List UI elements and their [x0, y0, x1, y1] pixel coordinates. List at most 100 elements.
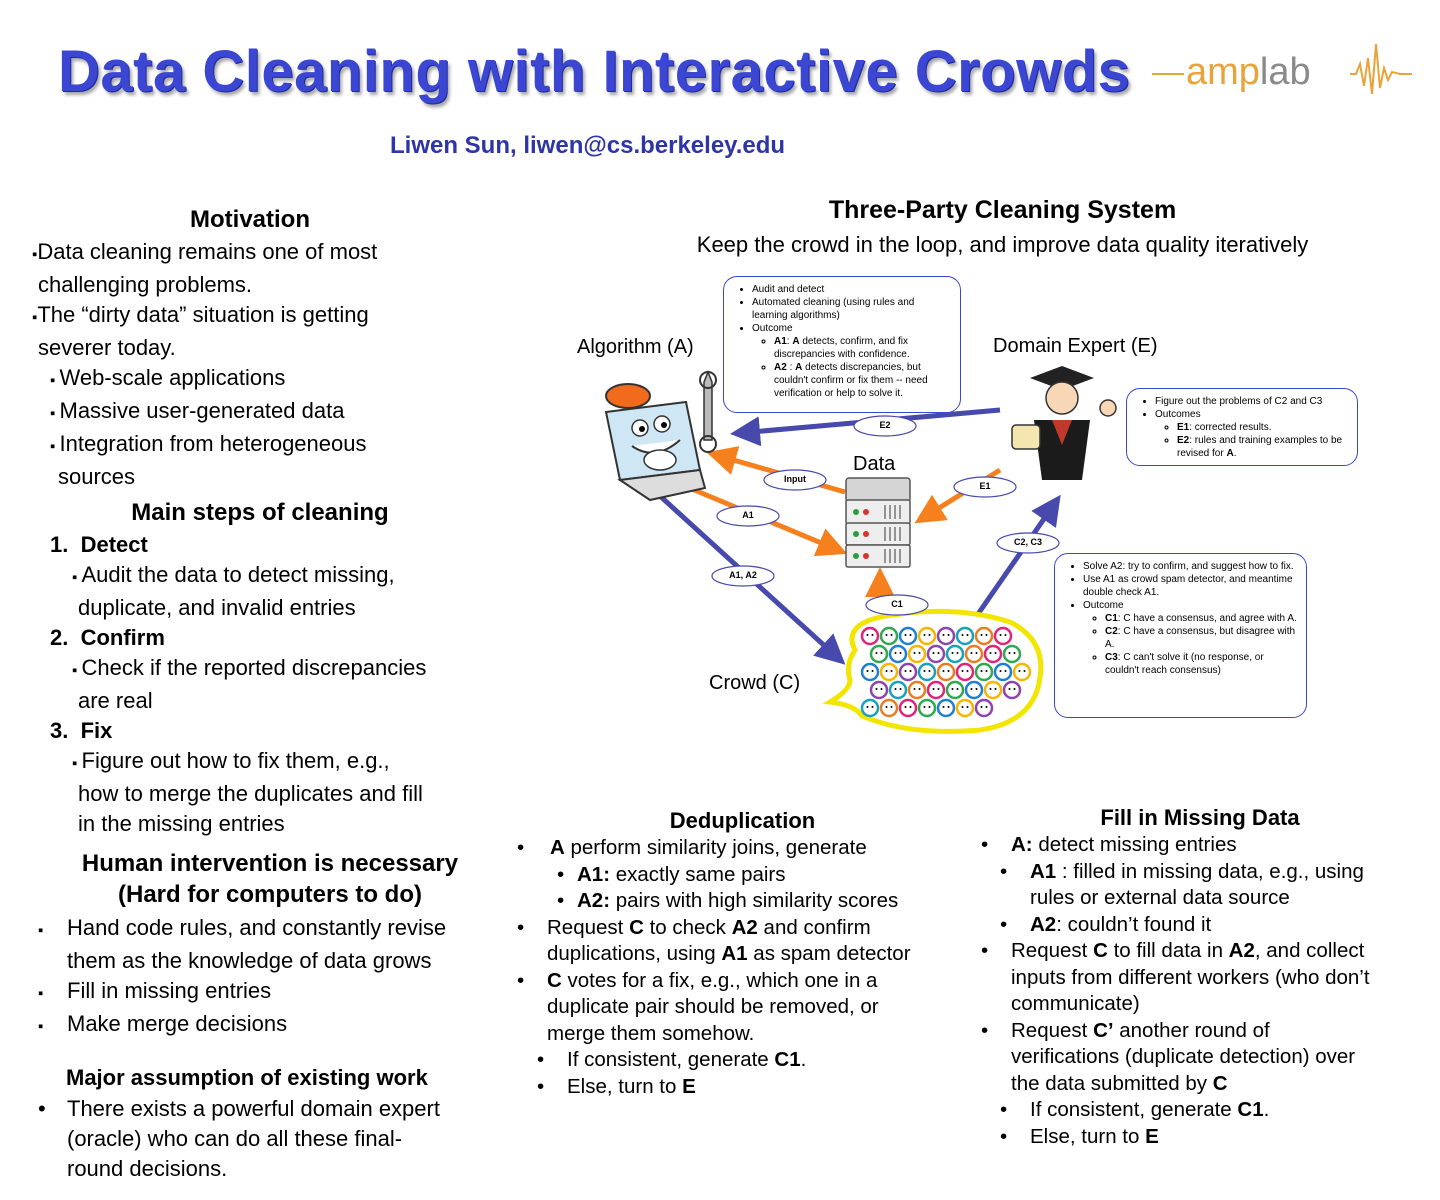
crowd-face-icon [1012, 662, 1032, 682]
human-list: ▪Hand code rules, and constantly revise … [38, 913, 446, 1042]
arrow-c2c3 [975, 494, 1061, 616]
sub-list-item: •A1 : filled in missing data, e.g., usin… [981, 859, 1370, 886]
crowd-face-icon [955, 626, 975, 646]
list-item-cont: duplicate pair should be removed, or [547, 995, 879, 1018]
list-item: Solve A2: try to confirm, and suggest ho… [1083, 560, 1298, 573]
crowd-face-icon [917, 662, 937, 682]
list-item-cont: duplications, using A1 as spam detector [547, 942, 911, 965]
arrow-label-c2c3: C2, C3 [1013, 537, 1042, 547]
algorithm-info-box: Audit and detect Automated cleaning (usi… [723, 276, 961, 413]
sub-list-item: •A1: exactly same pairs [517, 862, 911, 889]
list-item-cont: communicate) [1011, 992, 1140, 1015]
list-item: Audit and detect [752, 283, 952, 296]
amplab-logo-graphic: amplab [1152, 43, 1412, 95]
crowd-face-icon [907, 644, 927, 664]
list-item: Automated cleaning (using rules and lear… [752, 296, 952, 322]
arrow-label-a1: A1 [742, 510, 754, 520]
list-item: ▪Make merge decisions [38, 1009, 446, 1042]
bullet-dot-icon: • [981, 1018, 989, 1042]
bullet-dot-icon: • [517, 915, 525, 939]
list-item: C3: C can't solve it (no response, or co… [1105, 651, 1298, 677]
crowd-label: Crowd (C) [709, 672, 801, 694]
list-item: •A: detect missing entries [981, 832, 1370, 859]
sub-list-item-cont: sources [58, 464, 136, 489]
sub-list-item: ▪ Integration from heterogeneous [50, 431, 367, 456]
sub-list-item: ▪ Web-scale applications [50, 365, 286, 390]
arrow-label-e2: E2 [879, 420, 891, 430]
steps-list: 1. Detect ▪ Audit the data to detect mis… [50, 530, 426, 839]
crowd-face-icon [917, 698, 937, 718]
list-item: •Request C’ another round of [981, 1018, 1370, 1045]
human-title: Human intervention is necessary (Hard fo… [81, 850, 459, 908]
crowd-face-icon [964, 644, 984, 664]
crowd-face-icon [974, 626, 994, 646]
sub-list-item: •If consistent, generate C1. [517, 1047, 911, 1074]
bullet-dot-icon: • [1000, 912, 1008, 936]
crowd-face-icon [898, 698, 918, 718]
list-item-cont: verifications (duplicate detection) over [1011, 1045, 1356, 1068]
missing-list: •A: detect missing entries •A1 : filled … [981, 832, 1370, 1150]
list-item: •Request C to check A2 and confirm [517, 915, 911, 942]
crowd-face-icon [907, 680, 927, 700]
bullet-dot-icon: • [1000, 1124, 1008, 1148]
laptop-mascot-icon [604, 369, 717, 502]
crowd-face-icon [898, 662, 918, 682]
list-item: Figure out the problems of C2 and C3 [1155, 395, 1349, 408]
missing-title: Fill in Missing Data [1100, 805, 1300, 830]
crowd-face-icon [993, 662, 1013, 682]
crowd-face-icon [974, 698, 994, 718]
motivation-list: ▪Data cleaning remains one of most chall… [32, 237, 377, 492]
assumption-list: •There exists a powerful domain expert (… [38, 1094, 440, 1184]
square-bullet-icon: ▪ [50, 438, 60, 455]
crowd-face-icon [879, 626, 899, 646]
list-item: •C votes for a fix, e.g., which one in a [517, 968, 911, 995]
author-line: Liwen Sun, liwen@cs.berkeley.edu [390, 132, 786, 159]
list-item: Outcome A1: A detects, confirm, and fix … [752, 322, 952, 400]
list-item: ▪Fill in missing entries [38, 976, 446, 1009]
crowd-face-icon [955, 662, 975, 682]
square-bullet-icon: ▪ [32, 309, 38, 326]
step-confirm: 2. Confirm [50, 625, 165, 650]
algorithm-label: Algorithm (A) [577, 336, 694, 358]
step-detect: 1. Detect [50, 532, 148, 557]
dedup-list: •A perform similarity joins, generate •A… [517, 835, 911, 1100]
list-item-cont: challenging problems. [38, 272, 253, 297]
square-bullet-icon: ▪ [72, 662, 82, 679]
crowd-face-icon [926, 680, 946, 700]
crowd-face-icon [926, 644, 946, 664]
crowd-face-icon [860, 662, 880, 682]
sub-list-item: •Else, turn to E [517, 1074, 911, 1101]
sub-list-item: •If consistent, generate C1. [981, 1097, 1370, 1124]
crowd-face-icon [983, 644, 1003, 664]
step-fix: 3. Fix [50, 718, 113, 743]
list-item: C1: C have a consensus, and agree with A… [1105, 612, 1298, 625]
list-item: E1: corrected results. [1177, 421, 1349, 434]
bullet-dot-icon: • [981, 833, 989, 856]
list-item: ▪Hand code rules, and constantly revise [38, 913, 446, 946]
system-subtitle: Keep the crowd in the loop, and improve … [696, 232, 1309, 257]
step-detail-cont: duplicate, and invalid entries [78, 595, 356, 620]
list-item: Use A1 as crowd spam detector, and meant… [1083, 573, 1298, 599]
crowd-face-icon [983, 680, 1003, 700]
arrow-label-c1: C1 [891, 599, 903, 609]
step-detail: ▪ Figure out how to fix them, e.g., [72, 748, 390, 773]
bullet-dot-icon: • [557, 862, 565, 886]
square-bullet-icon: ▪ [38, 1018, 44, 1035]
list-item: •A perform similarity joins, generate [517, 835, 911, 862]
list-item: C2: C have a consensus, but disagree wit… [1105, 625, 1298, 651]
square-bullet-icon: ▪ [38, 922, 44, 939]
crowd-face-icon [964, 680, 984, 700]
list-item: ▪Data cleaning remains one of most [32, 239, 378, 264]
list-item-cont: them as the knowledge of data grows [67, 948, 432, 973]
sub-list-item-cont: rules or external data source [1030, 886, 1290, 909]
crowd-face-icon [955, 698, 975, 718]
crowd-face-icon [888, 680, 908, 700]
list-item: E2: rules and training examples to be re… [1177, 434, 1349, 460]
domain-expert-icon [1011, 366, 1117, 480]
crowd-face-icon [869, 680, 889, 700]
data-label: Data [853, 453, 896, 475]
list-item: •There exists a powerful domain expert [38, 1094, 440, 1124]
crowd-face-icon [1002, 680, 1022, 700]
square-bullet-icon: ▪ [72, 755, 82, 772]
